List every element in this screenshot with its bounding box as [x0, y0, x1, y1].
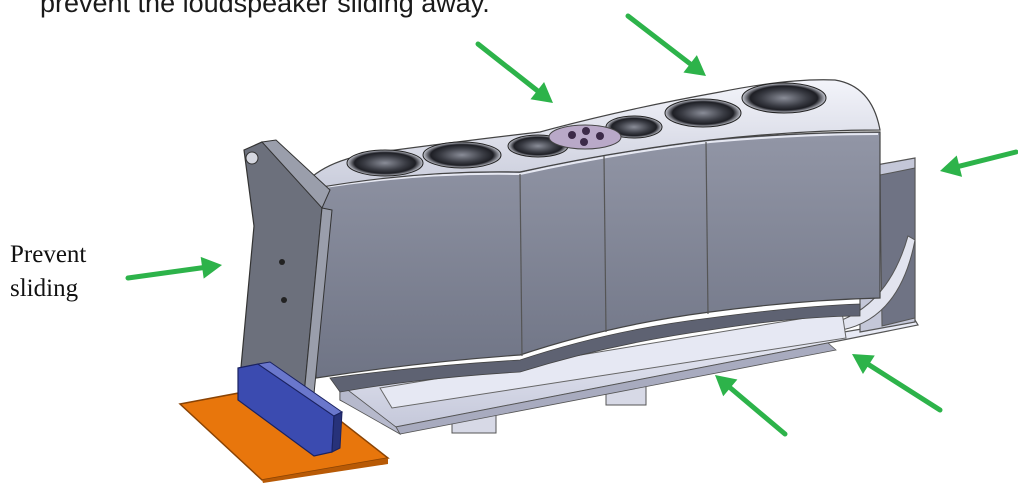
loudspeaker-body — [315, 131, 881, 393]
force-arrows — [125, 13, 1018, 437]
control-panel — [548, 124, 622, 150]
label-line-1: Prevent — [10, 241, 87, 268]
arrow-icon — [475, 41, 553, 103]
arrow-icon — [625, 13, 706, 76]
prevent-sliding-label: Prevent sliding — [10, 238, 150, 306]
clamp-block — [237, 361, 343, 457]
support-tray — [339, 157, 919, 436]
mounting-bracket — [239, 139, 333, 419]
label-line-2: sliding — [10, 275, 79, 302]
arrow-icon — [125, 256, 222, 281]
caption-text: prevent the loudspeaker sliding away. — [40, 0, 490, 18]
arrow-icon — [852, 354, 943, 413]
speaker-drivers — [346, 82, 827, 177]
arrow-icon — [715, 375, 788, 437]
arrow-icon — [940, 149, 1018, 177]
